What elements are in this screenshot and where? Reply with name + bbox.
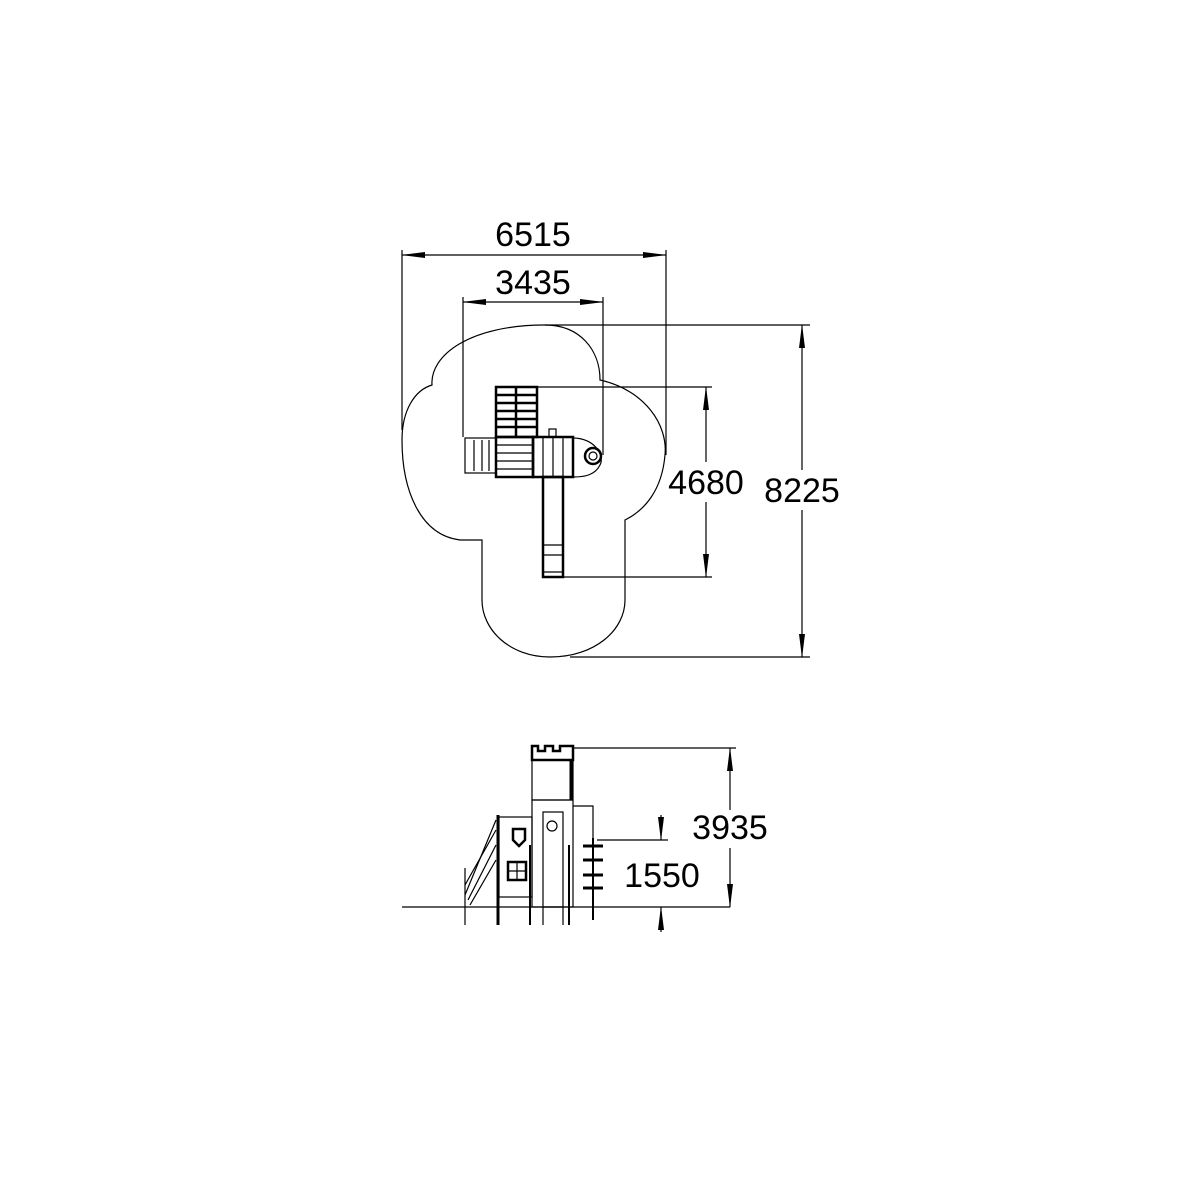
deck-1 bbox=[494, 435, 535, 479]
dim-structure-depth: 4680 bbox=[668, 464, 744, 502]
fire-pole bbox=[583, 838, 603, 920]
shield-emblem bbox=[511, 827, 527, 848]
play-structure-elevation bbox=[464, 744, 603, 925]
dim-overall-depth: 8225 bbox=[764, 472, 840, 510]
ladder-rail bbox=[464, 819, 497, 925]
safety-zone-outline bbox=[401, 324, 666, 658]
clock-icon bbox=[546, 820, 558, 832]
play-structure-plan bbox=[464, 385, 603, 579]
tower-battlements bbox=[530, 744, 575, 762]
dim-overall-width: 6515 bbox=[495, 216, 571, 254]
pole-top bbox=[583, 446, 603, 466]
tower-house bbox=[531, 799, 574, 908]
dim-platform-height: 1550 bbox=[624, 857, 700, 895]
turret bbox=[572, 437, 602, 478]
tower bbox=[531, 759, 574, 801]
dim-overall-height: 3935 bbox=[692, 809, 768, 847]
dim-structure-width: 3435 bbox=[495, 264, 571, 302]
elevation-view: 3935 1550 bbox=[402, 744, 772, 932]
slide bbox=[541, 475, 565, 579]
plan-view: 6515 3435 4680 8225 bbox=[401, 216, 842, 658]
ladder bbox=[464, 437, 497, 474]
